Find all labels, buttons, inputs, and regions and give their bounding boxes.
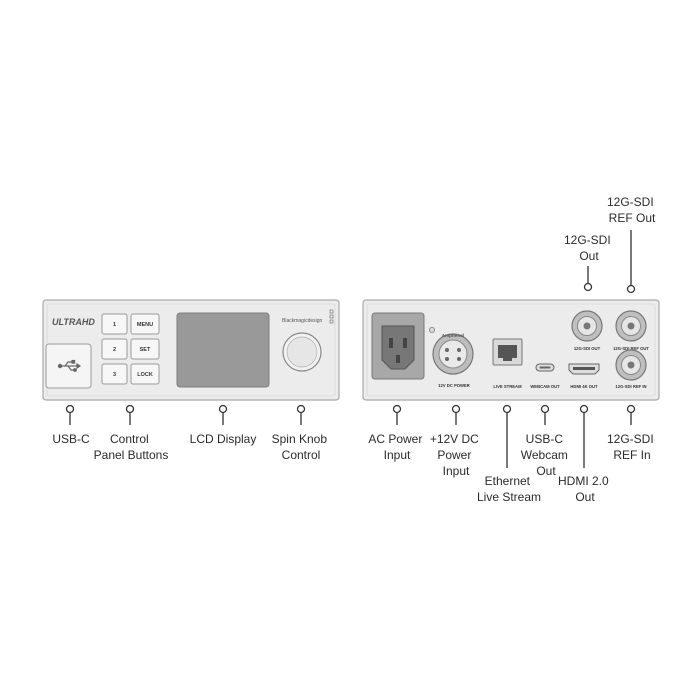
menu-button-label: MENU [137,322,153,328]
label-hdmi-out: HDMI 2.0 Out [558,474,612,504]
button-3: 3 [101,363,128,385]
leader-spin-knob [296,404,306,425]
amphenol-mark: Amphenol [442,333,464,338]
ultrahd-logo: ULTRAHD [52,317,95,327]
rear-panel: Amphenol 12V DC POWER LIVE STREAM WEBCAM… [362,299,660,401]
callout-labels: USB-C Control Panel Buttons LCD Display … [52,195,657,504]
ref-in-bnc: 12G-SDI REF IN [615,349,647,389]
button-1-label: 1 [113,322,116,328]
ac-power-inlet [371,312,425,380]
leader-ref-in [626,404,636,425]
webcam-out-label: WEBCAM OUT [530,384,560,389]
spin-knob [282,332,322,372]
sdi-out-label: 12G-SDI OUT [574,346,601,351]
callout-leaders [65,230,636,468]
set-button: SET [130,338,160,360]
sdi-out-bnc: 12G-SDI OUT [571,310,603,351]
leader-hdmi [579,404,589,468]
menu-button: MENU [130,313,160,335]
front-panel: ULTRAHD 1 2 [42,299,340,401]
label-control-panel-buttons: Control Panel Buttons [94,432,169,462]
leader-ac-power [392,404,402,425]
lcd-display [176,312,270,388]
label-sdi-ref-in: 12G-SDI REF In [607,432,657,462]
leader-ethernet [502,404,512,468]
button-2: 2 [101,338,128,360]
label-dc-power: +12V DC Power Input [430,432,482,478]
control-panel-buttons: 1 2 3 MENU SET LOCK [101,313,160,385]
blackmagic-logo-icon [329,309,334,324]
dc-power-label: 12V DC POWER [438,383,470,388]
set-button-label: SET [140,347,151,353]
xlr-dc-power-connector: Amphenol 12V DC POWER [429,327,474,388]
label-sdi-out: 12G-SDI Out [564,233,614,263]
leader-usb-c-webcam [540,404,550,425]
hdmi-out-label: HDMI 4K OUT [570,384,598,389]
label-lcd-display: LCD Display [190,432,257,446]
button-1: 1 [101,313,128,335]
blackmagic-logo: Blackmagicdesign [282,318,323,324]
label-spin-knob: Spin Knob Control [272,432,331,462]
hdmi-port: HDMI 4K OUT [568,363,600,389]
usb-icon [57,359,82,372]
lock-button: LOCK [130,363,160,385]
leader-ref-out [626,230,636,294]
usb-c-webcam-port: WEBCAM OUT [530,363,560,389]
lock-button-label: LOCK [137,372,153,378]
usb-c-port [45,343,92,389]
ref-out-bnc: 12G-SDI REF OUT [613,310,649,351]
live-stream-label: LIVE STREAM [493,384,522,389]
leader-dc-power [451,404,461,425]
leader-sdi-out [583,266,593,292]
label-ethernet: Ethernet Live Stream [477,474,541,504]
label-ac-power: AC Power Input [368,432,425,462]
leader-usb-c [65,404,75,425]
ref-out-label: 12G-SDI REF OUT [613,346,649,351]
label-usb-c-webcam: USB-C Webcam Out [521,432,571,478]
label-sdi-ref-out: 12G-SDI REF Out [607,195,657,225]
ref-in-label: 12G-SDI REF IN [615,384,646,389]
label-usb-c: USB-C [52,432,90,446]
button-3-label: 3 [113,372,116,378]
ethernet-port: LIVE STREAM [492,338,523,389]
leader-control-buttons [125,404,135,425]
leader-lcd [218,404,228,425]
button-2-label: 2 [113,347,116,353]
